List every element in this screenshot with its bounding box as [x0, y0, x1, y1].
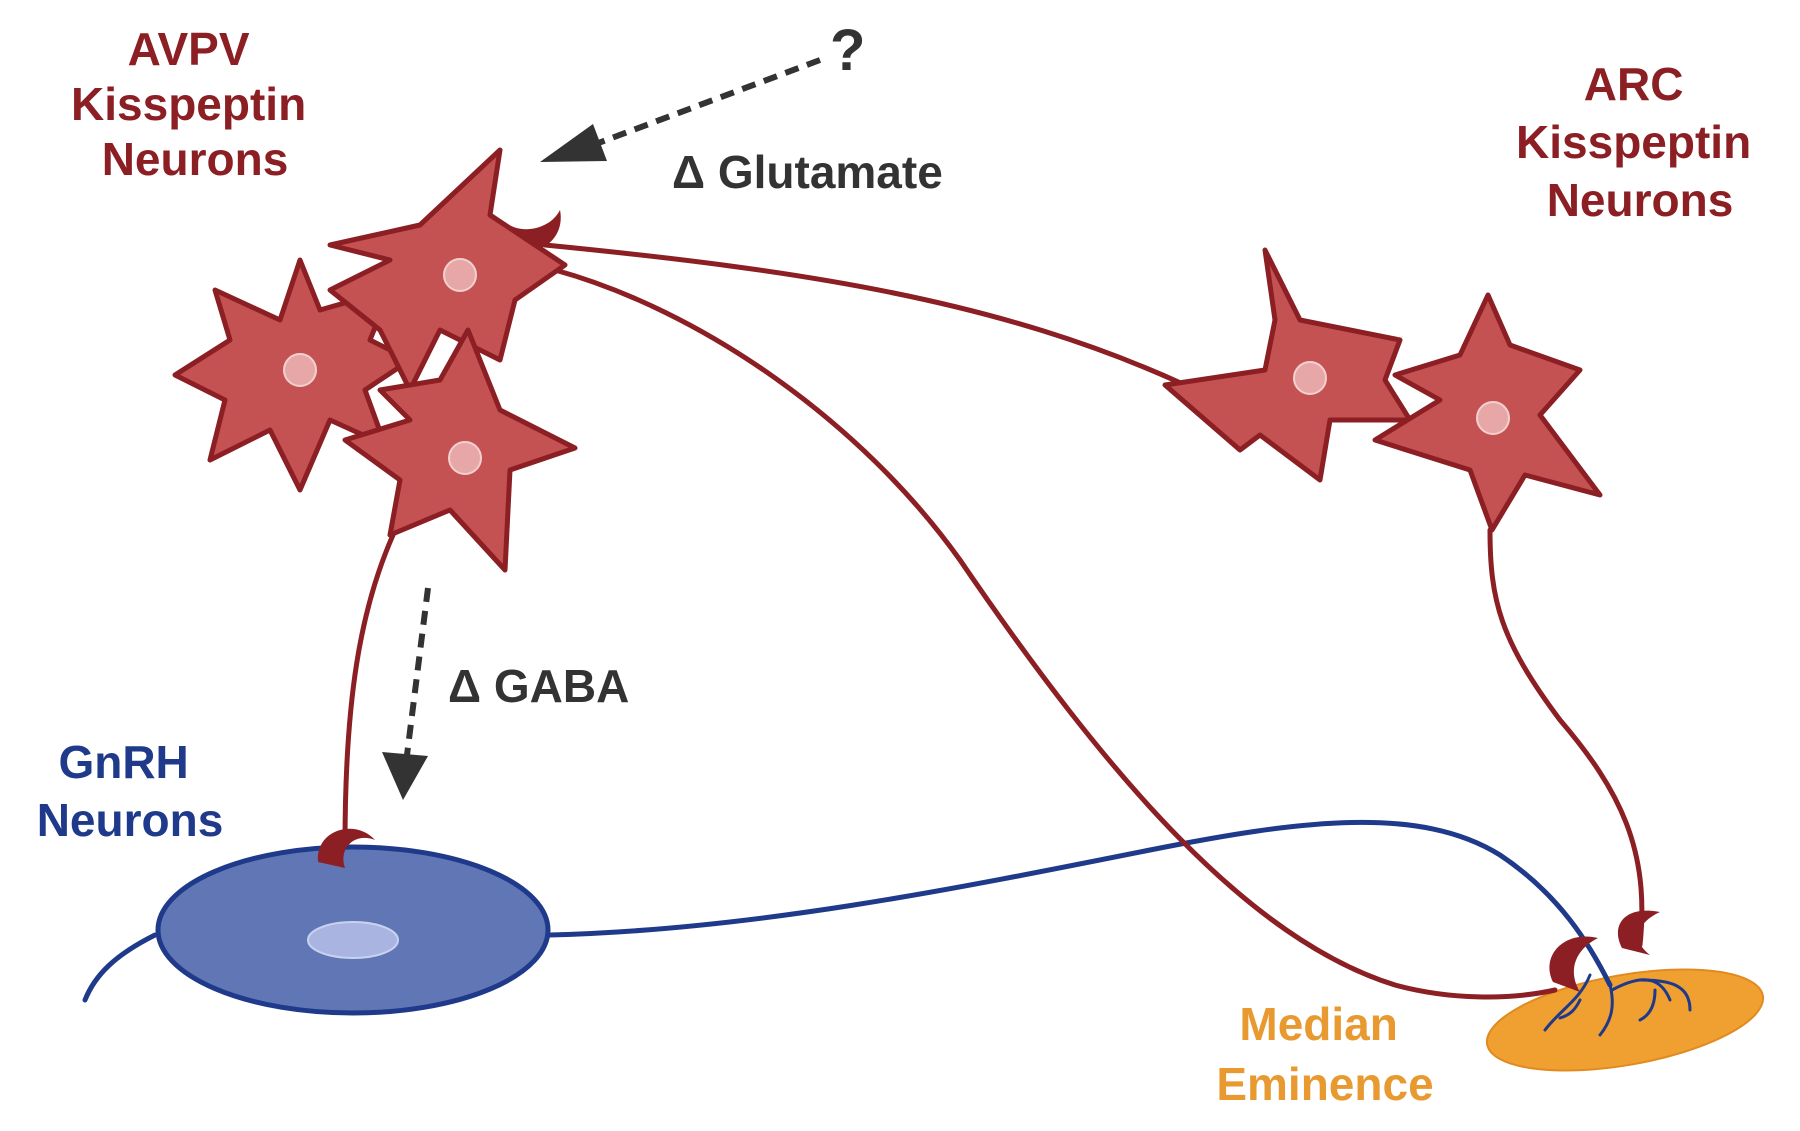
- arc-label: ARC Kisspeptin Neurons: [1516, 58, 1764, 226]
- question-mark: ?: [830, 18, 865, 83]
- arc-nucleus-1: [1293, 361, 1327, 395]
- glutamate-arrow-line: [583, 57, 822, 151]
- glutamate-arrowhead: [540, 124, 607, 162]
- gnrh-label: GnRH Neurons: [37, 736, 224, 846]
- glutamate-label: Δ Glutamate: [672, 146, 943, 198]
- arc-neuron-cluster: [1162, 247, 1603, 533]
- avpv-to-gnrh-axon: [342, 532, 396, 848]
- median-eminence-body: [1485, 968, 1765, 1072]
- arc-to-median-axon: [1487, 527, 1645, 948]
- arc-nucleus-2: [1476, 401, 1510, 435]
- bouton-gnrh: [317, 828, 375, 868]
- gnrh-dendrite: [82, 932, 158, 1003]
- gaba-arrowhead: [382, 752, 428, 800]
- median-eminence-label: Median Eminence: [1216, 998, 1433, 1110]
- gnrh-axon: [547, 819, 1613, 988]
- avpv-nucleus-1: [283, 353, 317, 387]
- avpv-neuron-cluster: [172, 147, 578, 573]
- gnrh-terminals: [1543, 973, 1692, 1037]
- avpv-nucleus-3: [448, 441, 482, 475]
- gnrh-neuron-nucleus: [307, 921, 399, 959]
- avpv-nucleus-2: [443, 258, 477, 292]
- avpv-to-arc-axon: [542, 242, 1188, 388]
- gaba-arrow-line: [404, 587, 431, 756]
- avpv-to-median-axon: [552, 267, 1558, 1000]
- avpv-label: AVPV Kisspeptin Neurons: [71, 23, 319, 185]
- bouton-median-arc: [1617, 910, 1660, 955]
- bouton-median-avpv: [1549, 936, 1598, 992]
- gaba-label: Δ GABA: [448, 660, 629, 712]
- arc-neuron-1: [1162, 247, 1413, 483]
